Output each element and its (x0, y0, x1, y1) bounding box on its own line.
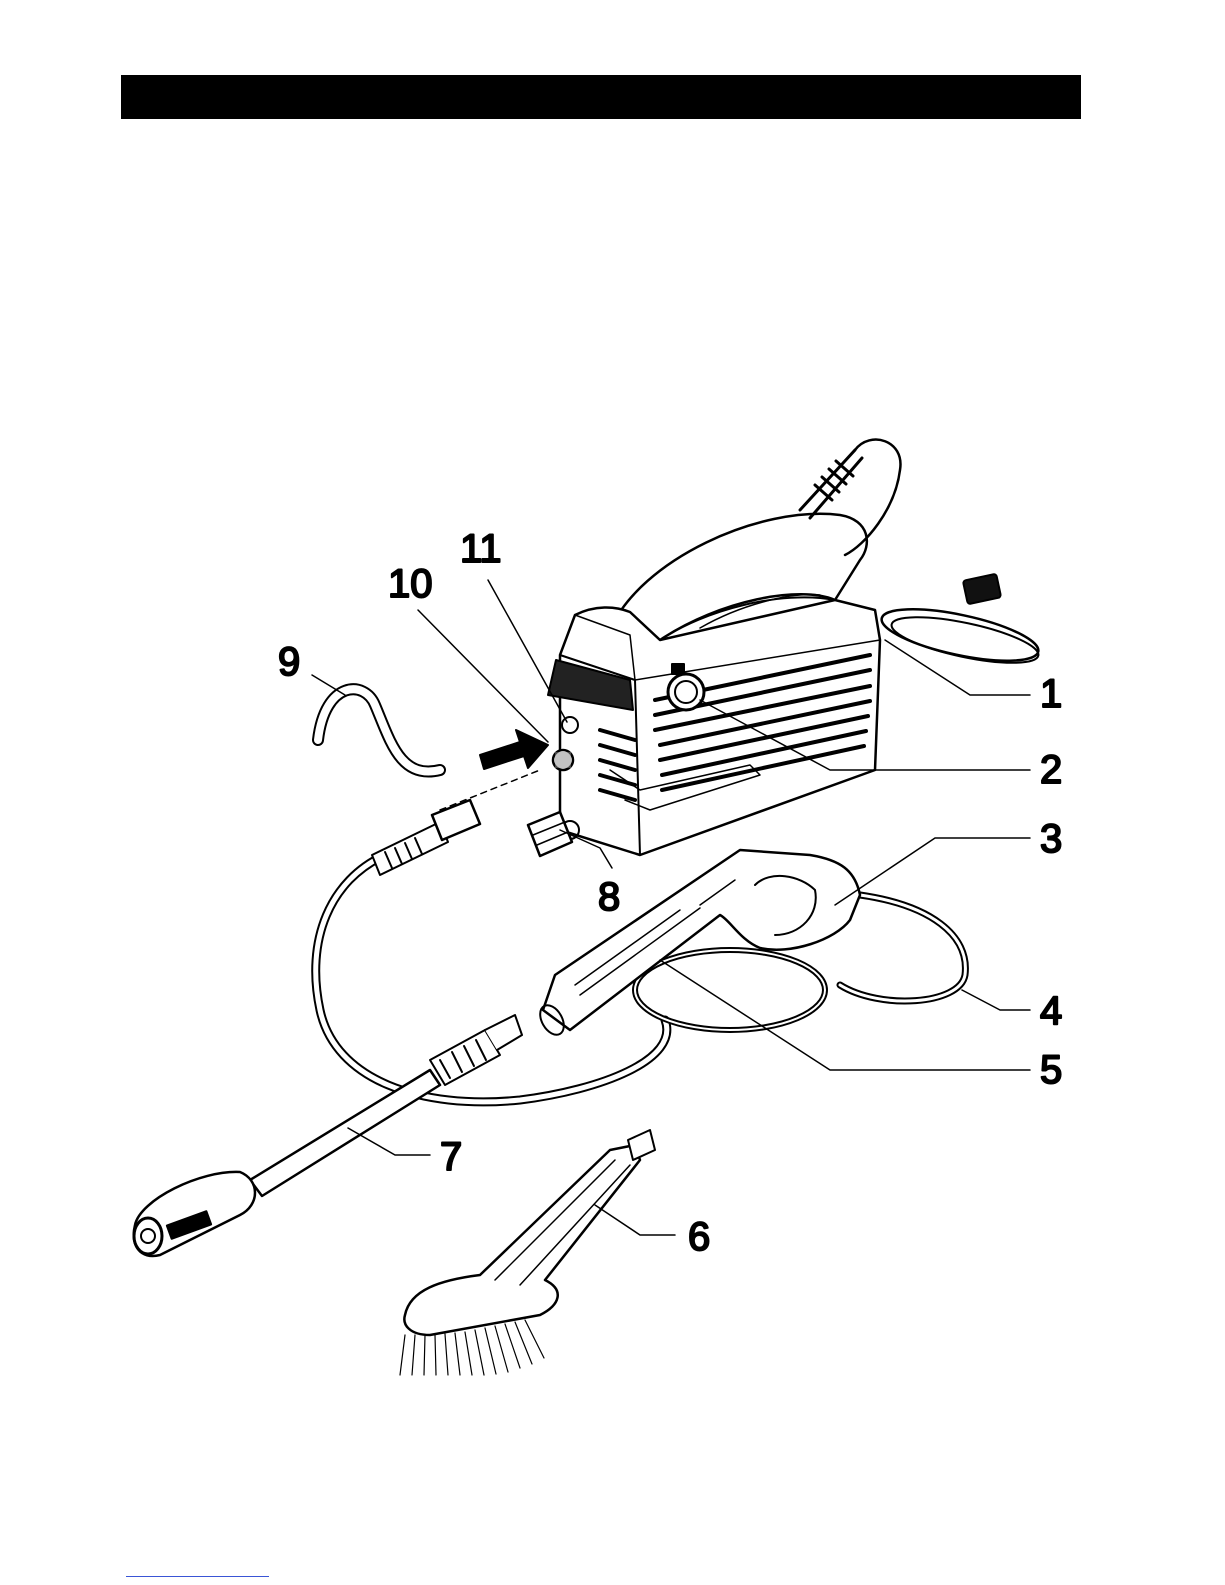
suction-hose (318, 689, 440, 771)
callout-9: 9 (278, 640, 300, 684)
callout-8: 8 (598, 875, 620, 919)
callout-5: 5 (1040, 1048, 1062, 1092)
callout-1: 1 (1040, 672, 1062, 716)
callout-2: 2 (1040, 748, 1062, 792)
extension-lance (134, 1015, 522, 1256)
callout-11: 11 (460, 527, 502, 571)
callout-3: 3 (1040, 817, 1062, 861)
callout-7: 7 (440, 1135, 462, 1179)
callout-6: 6 (688, 1215, 710, 1259)
callout-10: 10 (388, 562, 433, 606)
connection-arrow (440, 730, 548, 810)
wash-brush (400, 1130, 655, 1375)
footer-link-underline[interactable] (126, 1576, 269, 1577)
callout-4: 4 (1040, 989, 1062, 1033)
pressure-washer-unit (548, 450, 880, 855)
